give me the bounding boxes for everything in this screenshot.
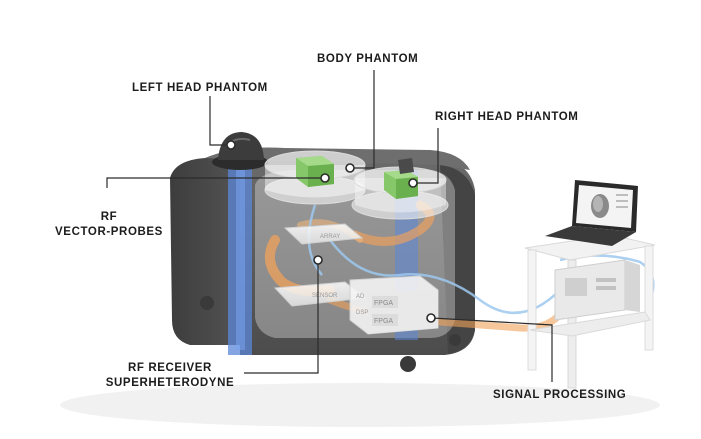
fpga-1-text: FPGA [374,300,393,307]
label-right-head-phantom: RIGHT HEAD PHANTOM [435,111,579,123]
label-rf-vector-probes-line2: VECTOR-PROBES [55,226,163,238]
marker-right-head [408,178,418,188]
leader-markers [226,140,436,323]
left-head-phantom-shape [212,132,268,170]
leader-rf-probes [106,177,322,188]
label-left-head-phantom: LEFT HEAD PHANTOM [132,82,268,94]
wheel-back-right [449,334,461,346]
leader-lines [106,70,553,382]
floor-shadow [60,383,660,427]
label-rf-receiver-line1: RF RECEIVER [128,362,212,374]
wheel-front-left [200,296,214,310]
leader-right-head [414,128,439,184]
leader-body [350,70,375,169]
label-rf-vector-probes-line1: RF [100,211,118,223]
label-body-phantom: BODY PHANTOM [317,53,419,65]
leader-rf-receiver [244,262,319,374]
internal-boards: ARRAY SENSOR [273,223,367,307]
laptop [545,180,638,246]
label-rf-vector-probes: RF VECTOR-PROBES [44,210,174,240]
label-rf-receiver: RF RECEIVER SUPERHETERODYNE [100,361,240,391]
label-signal-processing: SIGNAL PROCESSING [493,389,627,401]
leader-signal-processing [431,317,553,382]
marker-signal-processing [426,313,436,323]
side-table [524,234,656,389]
board-lower-text: SENSOR [312,293,338,299]
marker-left-head [226,140,236,150]
leader-left-head [209,96,228,146]
marker-rf-receiver [313,255,323,265]
label-rf-receiver-line2: SUPERHETERODYNE [105,377,235,389]
marker-body [345,163,355,173]
small-1-text: AD [356,294,365,300]
processing-box: FPGA FPGA AD DSP [349,275,439,335]
body-phantom-shape [264,150,366,205]
fpga-2-text: FPGA [374,318,393,325]
marker-rf-probes [320,173,330,183]
wheel-front-right [400,356,416,372]
small-2-text: DSP [356,310,368,316]
board-upper-text: ARRAY [320,234,340,240]
